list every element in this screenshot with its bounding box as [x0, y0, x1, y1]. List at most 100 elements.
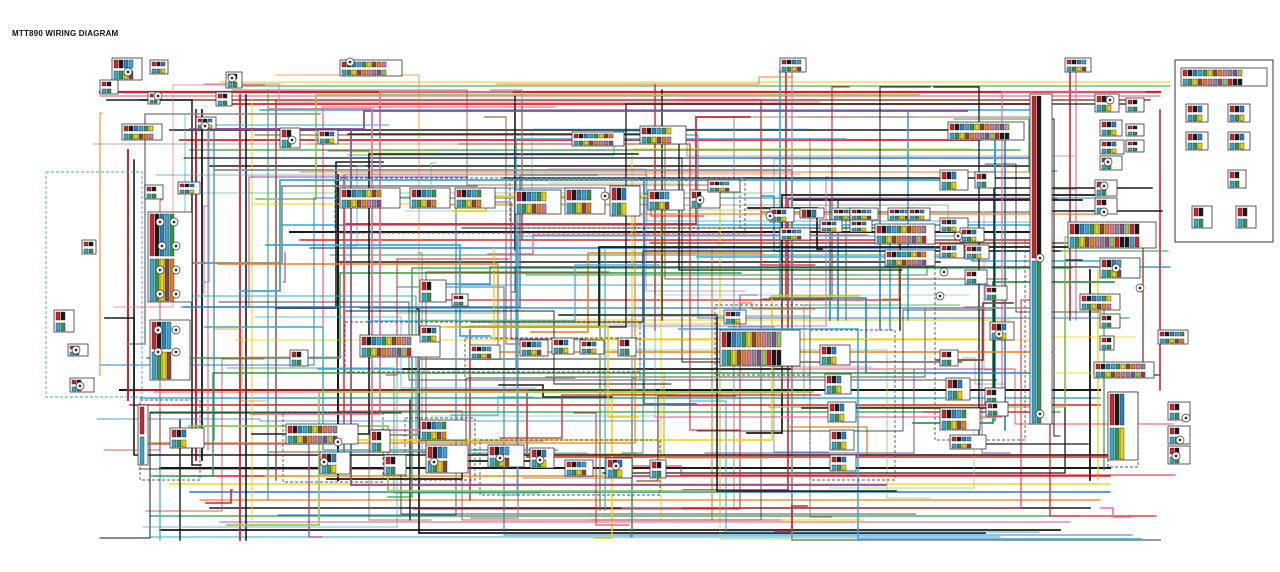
connector-116-pin: [1198, 207, 1204, 217]
connector-70-pin: [486, 346, 492, 352]
connector-51-pin: [1104, 236, 1110, 248]
connector-68-pin: [396, 336, 402, 346]
frame-1: [334, 177, 746, 234]
connector-50-pin: [971, 253, 977, 259]
connector-110-body: [1180, 67, 1268, 87]
connector-87-pin: [376, 442, 382, 452]
wire-11: [255, 94, 920, 200]
connector-74-pin: [624, 348, 630, 356]
connector-57-pin: [1169, 338, 1175, 344]
connector-24-pin: [979, 132, 985, 140]
connector-25-pin: [1101, 104, 1107, 112]
connector-60: [147, 211, 193, 303]
connector-54-pin: [1101, 269, 1107, 278]
connector-38-pin: [838, 215, 844, 220]
connector-89-pin: [431, 431, 437, 440]
connector-6-pin: [202, 118, 208, 123]
connector-51-pin: [1114, 236, 1120, 248]
connector-65-pin: [83, 241, 89, 247]
connector-59-pin: [1110, 363, 1116, 370]
connector-42-pin: [891, 225, 897, 234]
connector-69-pin: [426, 335, 432, 342]
connector-29-pin: [1106, 141, 1112, 147]
connector-33-pin: [981, 173, 987, 180]
connector-51-pin: [1089, 223, 1095, 235]
connector-27-pin: [1111, 129, 1117, 136]
connector-59-pin: [1105, 363, 1111, 370]
connector-84-pin: [312, 425, 318, 434]
connector-42-pin: [886, 225, 892, 234]
connector-78-pin: [836, 375, 842, 384]
connector-0-pin: [118, 70, 124, 80]
connector-79-pin: [834, 413, 840, 422]
connector-110-pin: [1207, 69, 1213, 77]
connector-13-pin: [361, 189, 367, 198]
connector-93-pin: [566, 461, 572, 468]
connector-13-pin: [346, 199, 352, 208]
connector-89-pin: [421, 431, 427, 440]
connector-47-pin: [941, 226, 947, 232]
terminal-27: [75, 381, 85, 391]
terminal-dot: [768, 214, 772, 218]
connector-26-pin: [1127, 106, 1133, 112]
connector-24-pin: [989, 132, 995, 140]
wire-106: [200, 205, 210, 294]
connector-104-pin: [961, 436, 967, 442]
connector-98-pin: [941, 351, 947, 358]
terminal-dot: [956, 234, 960, 238]
connector-59-pin: [1135, 363, 1141, 370]
connector-47-pin: [946, 219, 952, 225]
connector-72-pin: [553, 347, 559, 354]
wire-7: [530, 252, 763, 333]
connector-91: [487, 444, 525, 468]
terminal-dot: [1102, 210, 1106, 214]
connector-16-pin: [526, 191, 532, 202]
connector-79-pin: [829, 403, 835, 412]
connector-24-pin: [974, 123, 980, 131]
connector-111-pin: [1192, 105, 1198, 113]
connector-108-pin: [1169, 447, 1175, 455]
connector-96-pin: [176, 439, 182, 448]
connector-100-pin: [991, 323, 997, 331]
connector-41-pin: [914, 215, 920, 220]
connector-47-pin: [951, 219, 957, 225]
connector-85-pin: [296, 351, 302, 358]
connector-102-pin: [946, 409, 952, 419]
connector-76-pin: [771, 349, 777, 366]
connector-55-pin: [1091, 303, 1097, 310]
connector-51-pin: [1124, 236, 1130, 248]
connector-76-pin: [721, 331, 727, 348]
connector-56-pin: [1106, 315, 1112, 321]
connector-4-pin: [128, 125, 134, 132]
connector-13-pin: [371, 189, 377, 198]
connector-43-pin: [911, 259, 917, 266]
connector-20: [689, 189, 721, 209]
connector-59-pin: [1140, 371, 1146, 378]
wire-155: [226, 391, 814, 526]
terminal-40: [153, 347, 163, 357]
connector-18-pin: [611, 202, 617, 216]
connector-73-pin: [586, 341, 592, 347]
connector-55-pin: [1106, 295, 1112, 302]
terminal-dot: [1038, 256, 1042, 260]
connector-55-pin: [1081, 303, 1087, 310]
connector-67-pin: [179, 183, 185, 188]
connector-14-pin: [421, 189, 427, 198]
connector-11-pin: [281, 139, 287, 148]
connector-62-pin: [55, 311, 61, 321]
connector-48-pin: [971, 229, 977, 235]
connector-16: [514, 189, 562, 215]
connector-4-pin: [143, 125, 149, 132]
terminal-39: [171, 325, 181, 335]
connector-8: [339, 59, 403, 77]
connector-22-pin: [603, 140, 609, 146]
connector-76-pin: [761, 349, 767, 366]
connector-15-pin: [471, 189, 477, 198]
terminal-dot: [174, 292, 178, 296]
connector-68-pin: [371, 347, 377, 357]
connector-59-pin: [1140, 363, 1146, 370]
connector-77-pin: [826, 356, 832, 365]
connector-68-pin: [381, 347, 387, 357]
connector-15-pin: [476, 199, 482, 208]
connector-15-pin: [456, 199, 462, 208]
